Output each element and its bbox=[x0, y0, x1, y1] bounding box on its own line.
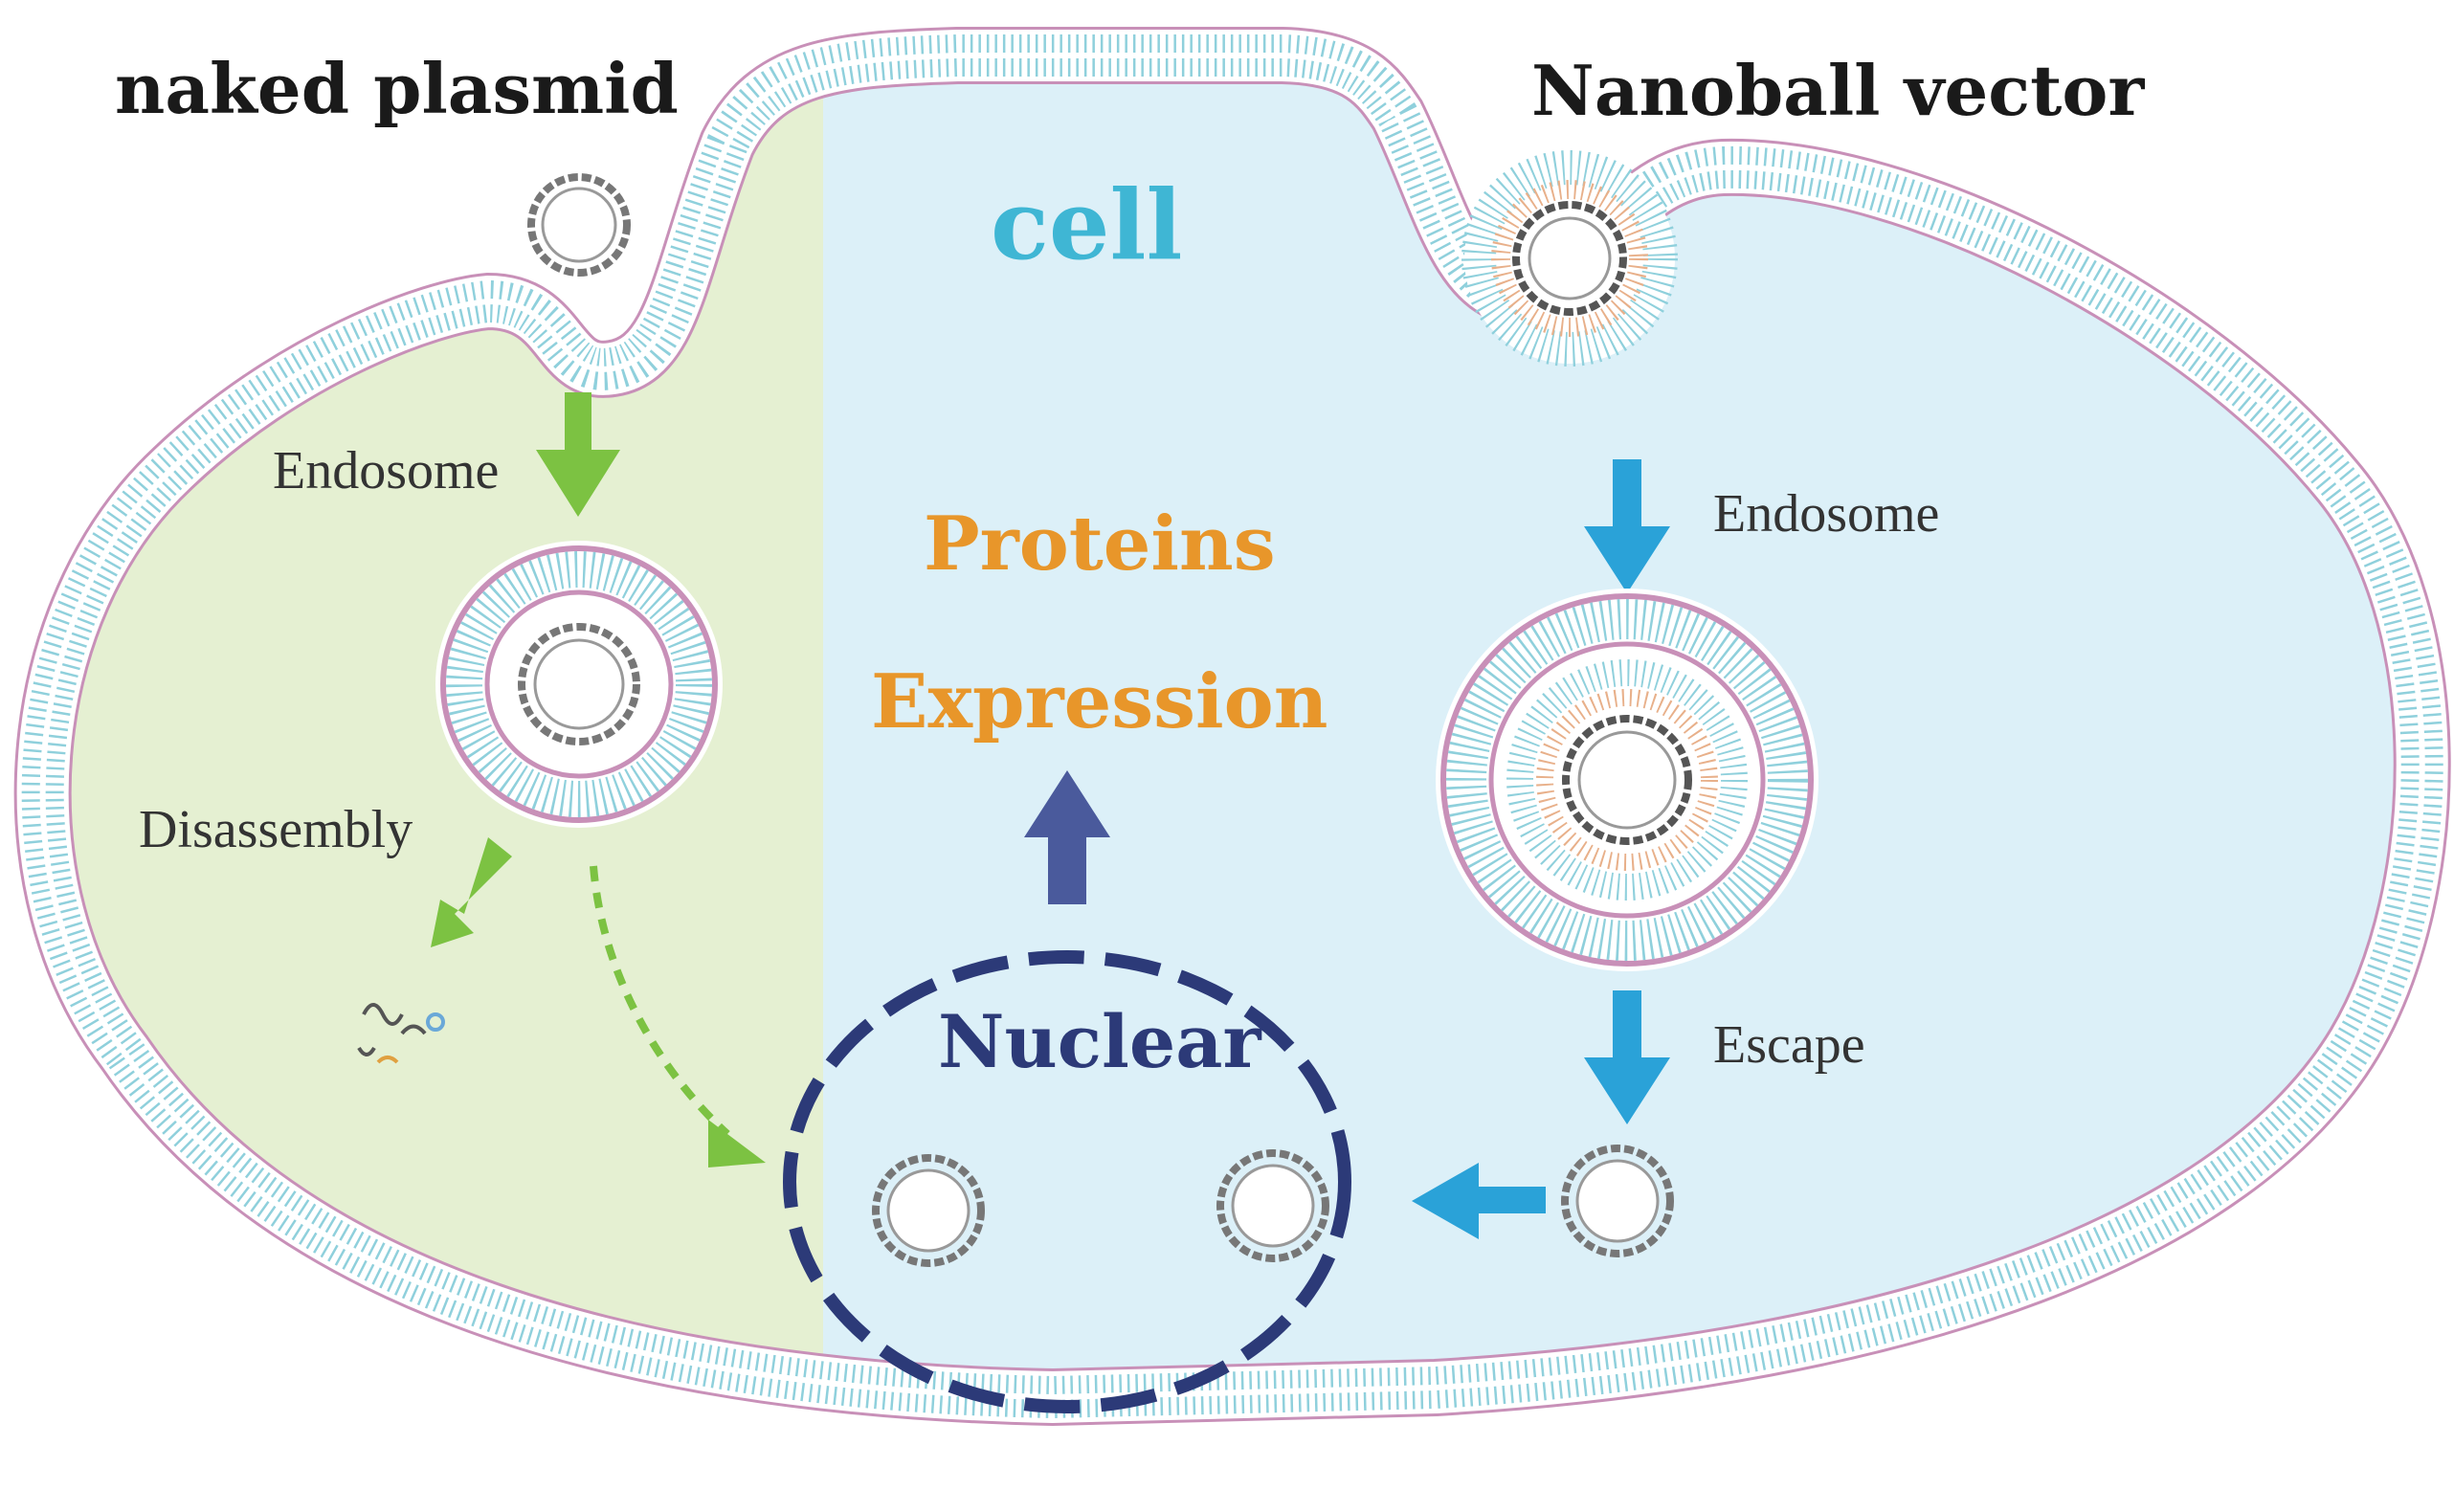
title-nanoball-vector: Nanoball vector bbox=[1531, 50, 2145, 131]
arrow-left-blue bbox=[1412, 1163, 1546, 1239]
label-disassembly: Disassembly bbox=[139, 800, 413, 859]
arrow-down-green bbox=[536, 392, 620, 517]
plasmid-in-nucleus-left bbox=[872, 1154, 985, 1267]
escaped-plasmid bbox=[1561, 1145, 1674, 1257]
label-endosome-right: Endosome bbox=[1713, 484, 1939, 544]
endosome-left bbox=[435, 541, 723, 828]
endosome-right bbox=[1436, 589, 1818, 971]
label-escape: Escape bbox=[1713, 1015, 1865, 1075]
arrow-up-navy bbox=[1024, 770, 1110, 904]
cell-label: cell bbox=[991, 168, 1183, 281]
disassembled-fragments bbox=[357, 1003, 445, 1064]
dashed-arrow-to-nucleus bbox=[590, 865, 766, 1167]
label-expression: Expression bbox=[871, 658, 1327, 745]
label-endosome-left: Endosome bbox=[273, 441, 499, 500]
arrow-down-blue-1 bbox=[1584, 459, 1670, 593]
plasmid-in-nucleus-right bbox=[1216, 1149, 1329, 1262]
title-naked-plasmid: naked plasmid bbox=[115, 48, 679, 129]
arrow-disassembly bbox=[431, 837, 512, 947]
arrow-down-blue-2 bbox=[1584, 990, 1670, 1124]
nanoball-outside bbox=[1461, 150, 1678, 367]
nucleus-membrane bbox=[783, 950, 1351, 1413]
label-proteins: Proteins bbox=[924, 500, 1276, 588]
naked-plasmid-outside bbox=[527, 173, 631, 277]
label-nuclear: Nuclear bbox=[938, 999, 1261, 1084]
